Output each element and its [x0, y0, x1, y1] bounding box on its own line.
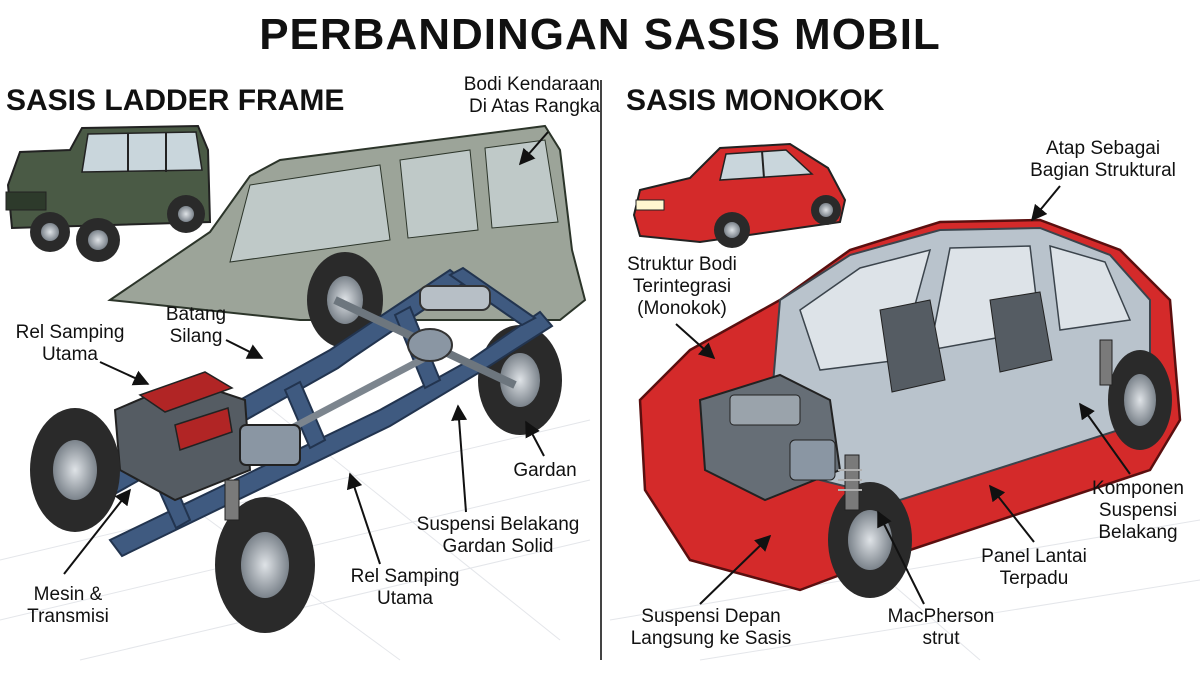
- label-rear-suspension-components: Komponen Suspensi Belakang: [1082, 478, 1194, 544]
- label-line: Belakang: [1098, 522, 1178, 543]
- label-line: Suspensi: [1098, 500, 1178, 521]
- label-line: Suspensi Belakang: [416, 514, 580, 535]
- label-line: Utama: [42, 344, 98, 365]
- small-suv-illustration: [5, 124, 212, 262]
- label-line: Bodi Kendaraan: [463, 74, 600, 95]
- left-leader-lines: [63, 131, 549, 575]
- label-line: MacPherson: [887, 606, 995, 627]
- label-line: (Monokok): [637, 298, 727, 319]
- rear-wheels-left: [307, 252, 562, 435]
- monocoque-engine: [698, 373, 842, 502]
- right-leader-lines: [675, 185, 1131, 605]
- label-integrated-floor-panel: Panel Lantai Terpadu: [972, 546, 1096, 590]
- label-line: Terpadu: [999, 568, 1069, 589]
- engine-block: [113, 371, 301, 502]
- label-line: Bagian Struktural: [1030, 160, 1176, 181]
- label-line: Transmisi: [27, 606, 109, 627]
- small-hatchback-illustration: [632, 142, 847, 248]
- page-title: PERBANDINGAN SASIS MOBIL: [259, 10, 941, 59]
- label-line: Silang: [169, 326, 223, 347]
- label-line: Struktur Bodi: [627, 254, 737, 275]
- label-line: Gardan: [513, 460, 577, 481]
- label-integrated-body: Struktur Bodi Terintegrasi (Monokok): [612, 254, 752, 320]
- label-line: Terintegrasi: [632, 276, 732, 297]
- label-line: Komponen: [1092, 478, 1184, 499]
- label-rear-solid-axle-suspension: Suspensi Belakang Gardan Solid: [398, 514, 598, 558]
- label-line: Rel Samping: [15, 322, 125, 343]
- label-macpherson-strut: MacPherson strut: [876, 606, 1006, 650]
- label-line: Langsung ke Sasis: [630, 628, 792, 649]
- label-main-side-rail-bottom: Rel Samping Utama: [340, 566, 470, 610]
- label-line: Batang: [165, 304, 227, 325]
- label-cross-member: Batang Silang: [150, 304, 242, 348]
- label-line: strut: [922, 628, 960, 649]
- label-differential: Gardan: [500, 460, 590, 482]
- label-line: Mesin &: [33, 584, 103, 605]
- monocoque-heading: SASIS MONOKOK: [626, 84, 885, 117]
- label-line: Utama: [377, 588, 433, 609]
- label-line: Suspensi Depan: [641, 606, 781, 627]
- label-line: Rel Samping: [350, 566, 460, 587]
- panel-divider: [600, 80, 602, 660]
- label-engine-transmission: Mesin & Transmisi: [10, 584, 126, 628]
- label-line: Gardan Solid: [442, 536, 554, 557]
- monocoque-body-shell: [638, 218, 1182, 592]
- label-structural-roof: Atap Sebagai Bagian Struktural: [1010, 138, 1196, 182]
- ladder-frame-heading: SASIS LADDER FRAME: [6, 84, 345, 117]
- label-line: Panel Lantai: [981, 546, 1087, 567]
- label-line: Di Atas Rangka: [469, 96, 600, 117]
- label-line: Atap Sebagai: [1045, 138, 1161, 159]
- label-body-on-frame: Bodi Kendaraan Di Atas Rangka: [420, 74, 600, 118]
- label-main-side-rail-top: Rel Samping Utama: [0, 322, 140, 366]
- label-front-suspension-to-chassis: Suspensi Depan Langsung ke Sasis: [618, 606, 804, 650]
- front-wheels-left: [30, 408, 315, 633]
